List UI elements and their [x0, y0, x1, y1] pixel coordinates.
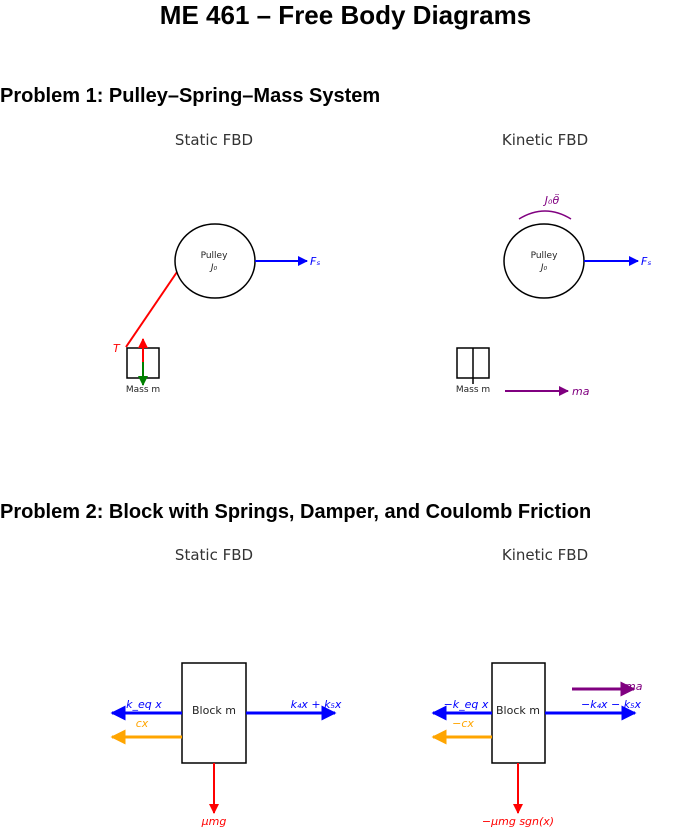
p1-kinetic-pulley: [503, 223, 585, 299]
p2-static-block-label: Block m: [192, 704, 236, 717]
p1-static-mass-label: Mass m: [126, 385, 160, 395]
p1-static-rope: [125, 271, 178, 348]
p2-kinetic-inertial-label: ma: [625, 680, 643, 693]
p2-kinetic-right-label: −k₄x − k₅x: [581, 698, 641, 711]
p1-kinetic-panel: Kinetic FBD J₀θ̈ Pulley J₀ Fₛ Mass m ma: [456, 131, 652, 398]
p1-static-tension-label: T: [113, 342, 121, 355]
p1-kinetic-moment-label: J₀θ̈: [543, 194, 560, 207]
p2-kinetic-title: Kinetic FBD: [502, 546, 588, 564]
p2-static-damper-label: cx: [136, 717, 149, 730]
p2-kinetic-friction-label: −μmg sgn(x): [482, 815, 554, 828]
p2-kinetic-block-label: Block m: [496, 704, 540, 717]
p1-kinetic-title: Kinetic FBD: [502, 131, 588, 149]
p2-static-right-label: k₄x + k₅x: [291, 698, 342, 711]
problem1-heading: Problem 1: Pulley–Spring–Mass System: [0, 85, 381, 107]
p1-kinetic-inertial-label: ma: [572, 385, 590, 398]
p1-kinetic-pulley-label: Pulley: [531, 251, 559, 261]
p1-static-spring-label: Fₛ: [310, 255, 320, 268]
p1-static-pulley-inertia: J₀: [209, 263, 218, 273]
p2-static-panel: Static FBD Block m k_eq x cx k₄x + k₅x μ…: [110, 546, 342, 828]
page-title: ME 461 – Free Body Diagrams: [159, 0, 532, 30]
p1-kinetic-moment-arc: [518, 210, 572, 220]
p2-kinetic-panel: Kinetic FBD Block m −k_eq x −cx −k₄x − k…: [431, 546, 643, 828]
p2-static-spring-label: k_eq x: [126, 698, 162, 711]
p1-static-title: Static FBD: [175, 131, 253, 149]
p2-static-friction-label: μmg: [201, 815, 227, 828]
p1-kinetic-mass-label: Mass m: [456, 385, 490, 395]
problem2-heading: Problem 2: Block with Springs, Damper, a…: [0, 501, 592, 523]
p2-kinetic-damper-label: −cx: [452, 717, 474, 730]
p1-kinetic-spring-label: Fₛ: [641, 255, 651, 268]
p1-static-pulley-label: Pulley: [201, 251, 229, 261]
p1-kinetic-pulley-inertia: J₀: [539, 263, 548, 273]
p1-static-panel: Static FBD T Pulley J₀ Fₛ Mass m: [113, 131, 320, 395]
p2-kinetic-spring-label: −k_eq x: [444, 698, 489, 711]
p2-static-title: Static FBD: [175, 546, 253, 564]
p1-static-pulley: [174, 223, 256, 299]
